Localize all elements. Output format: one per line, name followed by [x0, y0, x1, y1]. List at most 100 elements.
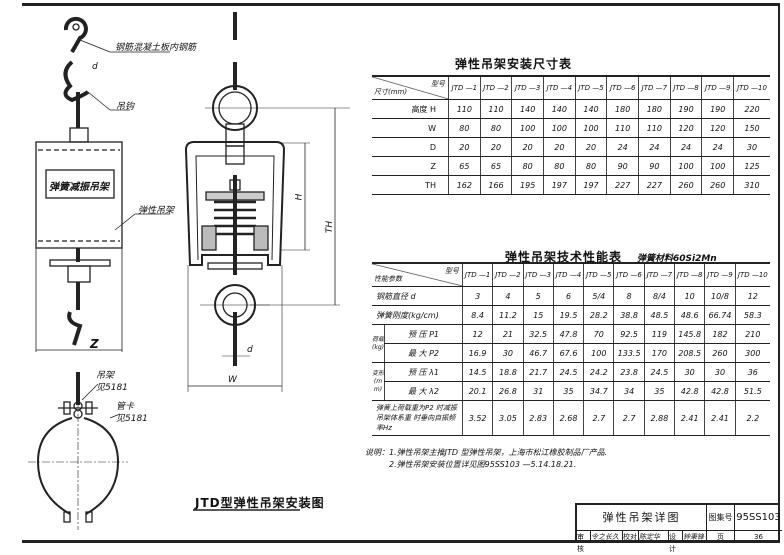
cell-value: 182: [704, 324, 736, 344]
cell-value: 3.05: [492, 400, 524, 436]
cell-value: 140: [511, 99, 544, 119]
cell-value: 2.7: [583, 400, 614, 436]
row-label: 最 大 P2: [384, 343, 463, 363]
cell-value: 15: [522, 305, 554, 325]
cell-value: 220: [733, 99, 770, 119]
notes: 说明：1.弹性吊架主推JTD 型弹性吊架，上海市松江橡胶制品厂产品. 2.弹性吊…: [365, 447, 607, 471]
dim-d-bottom: d: [247, 345, 253, 355]
cell-value: 34.7: [583, 381, 614, 401]
cell-value: 31: [522, 381, 554, 401]
cell-value: 12: [734, 286, 770, 306]
cell-value: 145.8: [674, 324, 705, 344]
drawing-name: 弹性吊架详图: [577, 505, 707, 531]
cell-value: 3.52: [461, 400, 493, 436]
cell-value: 197: [543, 175, 576, 195]
hanger-housing: [35, 141, 123, 352]
cell-value: 110: [448, 99, 481, 119]
group-label: 荷载(kg): [372, 324, 385, 363]
note-2: 2.弹性吊架安装位置详见图95SS103 —5.14.18.21.: [389, 460, 577, 469]
cell-value: 42.8: [704, 381, 736, 401]
cell-value: 66.74: [704, 305, 736, 325]
cell-value: 10: [674, 286, 705, 306]
cell-value: 90: [606, 156, 639, 176]
cell-value: 227: [638, 175, 671, 195]
cell-value: 110: [479, 99, 512, 119]
cell-value: 24: [669, 137, 702, 157]
row-label: D: [372, 137, 449, 157]
cell-value: 47.8: [552, 324, 584, 344]
cell-value: 195: [511, 175, 544, 195]
cell-value: 260: [704, 343, 736, 363]
cell-value: 80: [511, 156, 544, 176]
cell-value: 38.8: [613, 305, 645, 325]
cell-value: 100: [574, 118, 607, 138]
model-header: JTD —4: [543, 75, 576, 100]
cell-value: 80: [543, 156, 576, 176]
cell-value: 100: [511, 118, 544, 138]
cell-value: 180: [606, 99, 639, 119]
cell-value: 110: [606, 118, 639, 138]
review-signature: 令之长久: [591, 531, 623, 543]
cell-value: 180: [638, 99, 671, 119]
cell-value: 100: [701, 156, 734, 176]
model-header: JTD —6: [606, 75, 639, 100]
cell-value: 125: [733, 156, 770, 176]
cell-value: 190: [701, 99, 734, 119]
cell-value: 20: [448, 137, 481, 157]
model-header: JTD —7: [643, 262, 675, 287]
cell-value: 30: [704, 362, 736, 382]
cell-value: 208.5: [674, 343, 705, 363]
title-block: 弹性吊架详图 图集号 95SS103 审核 令之长久 校对 陈定华 设计 钟秉锋…: [575, 503, 782, 553]
cell-value: 21.7: [522, 362, 554, 382]
cell-value: 2.88: [643, 400, 675, 436]
cell-value: 2.83: [522, 400, 554, 436]
rebar-label: 钢筋混凝土板内钢筋: [115, 43, 197, 53]
cell-value: 119: [643, 324, 675, 344]
cell-value: 227: [606, 175, 639, 195]
model-header: JTD —9: [704, 262, 736, 287]
review-label: 审核: [577, 531, 591, 553]
cell-value: 24.5: [552, 362, 584, 382]
cell-value: 70: [583, 324, 614, 344]
model-header: JTD —9: [701, 75, 734, 100]
cell-value: 24.5: [643, 362, 675, 382]
cell-value: 65: [479, 156, 512, 176]
cell-value: 133.5: [613, 343, 645, 363]
cell-value: 51.5: [734, 381, 770, 401]
group-label: 变形(mm): [372, 362, 385, 401]
dim-z: Z: [90, 337, 99, 351]
atlas-label: 图集号: [707, 505, 735, 531]
model-header: JTD —10: [734, 262, 770, 287]
cell-value: 90: [638, 156, 671, 176]
cell-value: 150: [733, 118, 770, 138]
atlas-number: 95SS103: [735, 505, 782, 531]
cell-value: 100: [583, 343, 614, 363]
corner-bottom: 尺寸(mm): [374, 88, 408, 96]
row-label: 钢筋直径 d: [372, 286, 463, 306]
cell-value: 8.4: [461, 305, 493, 325]
cell-value: 110: [638, 118, 671, 138]
note-1: 说明：1.弹性吊架主推JTD 型弹性吊架，上海市松江橡胶制品厂产品.: [365, 448, 608, 457]
dim-h: H: [294, 193, 305, 201]
model-header: JTD —5: [574, 75, 607, 100]
drawing-title: JTD型弹性吊架安装图: [195, 496, 325, 510]
cell-value: 5/4: [583, 286, 614, 306]
cell-value: 18.8: [492, 362, 524, 382]
cell-value: 67.6: [552, 343, 584, 363]
cell-value: 28.2: [583, 305, 614, 325]
cell-value: 20: [511, 137, 544, 157]
cell-value: 14.5: [461, 362, 493, 382]
cell-value: 3: [461, 286, 493, 306]
row-label: 预 压 P1: [384, 324, 463, 344]
cell-value: 20.1: [461, 381, 493, 401]
cell-value: 166: [479, 175, 512, 195]
